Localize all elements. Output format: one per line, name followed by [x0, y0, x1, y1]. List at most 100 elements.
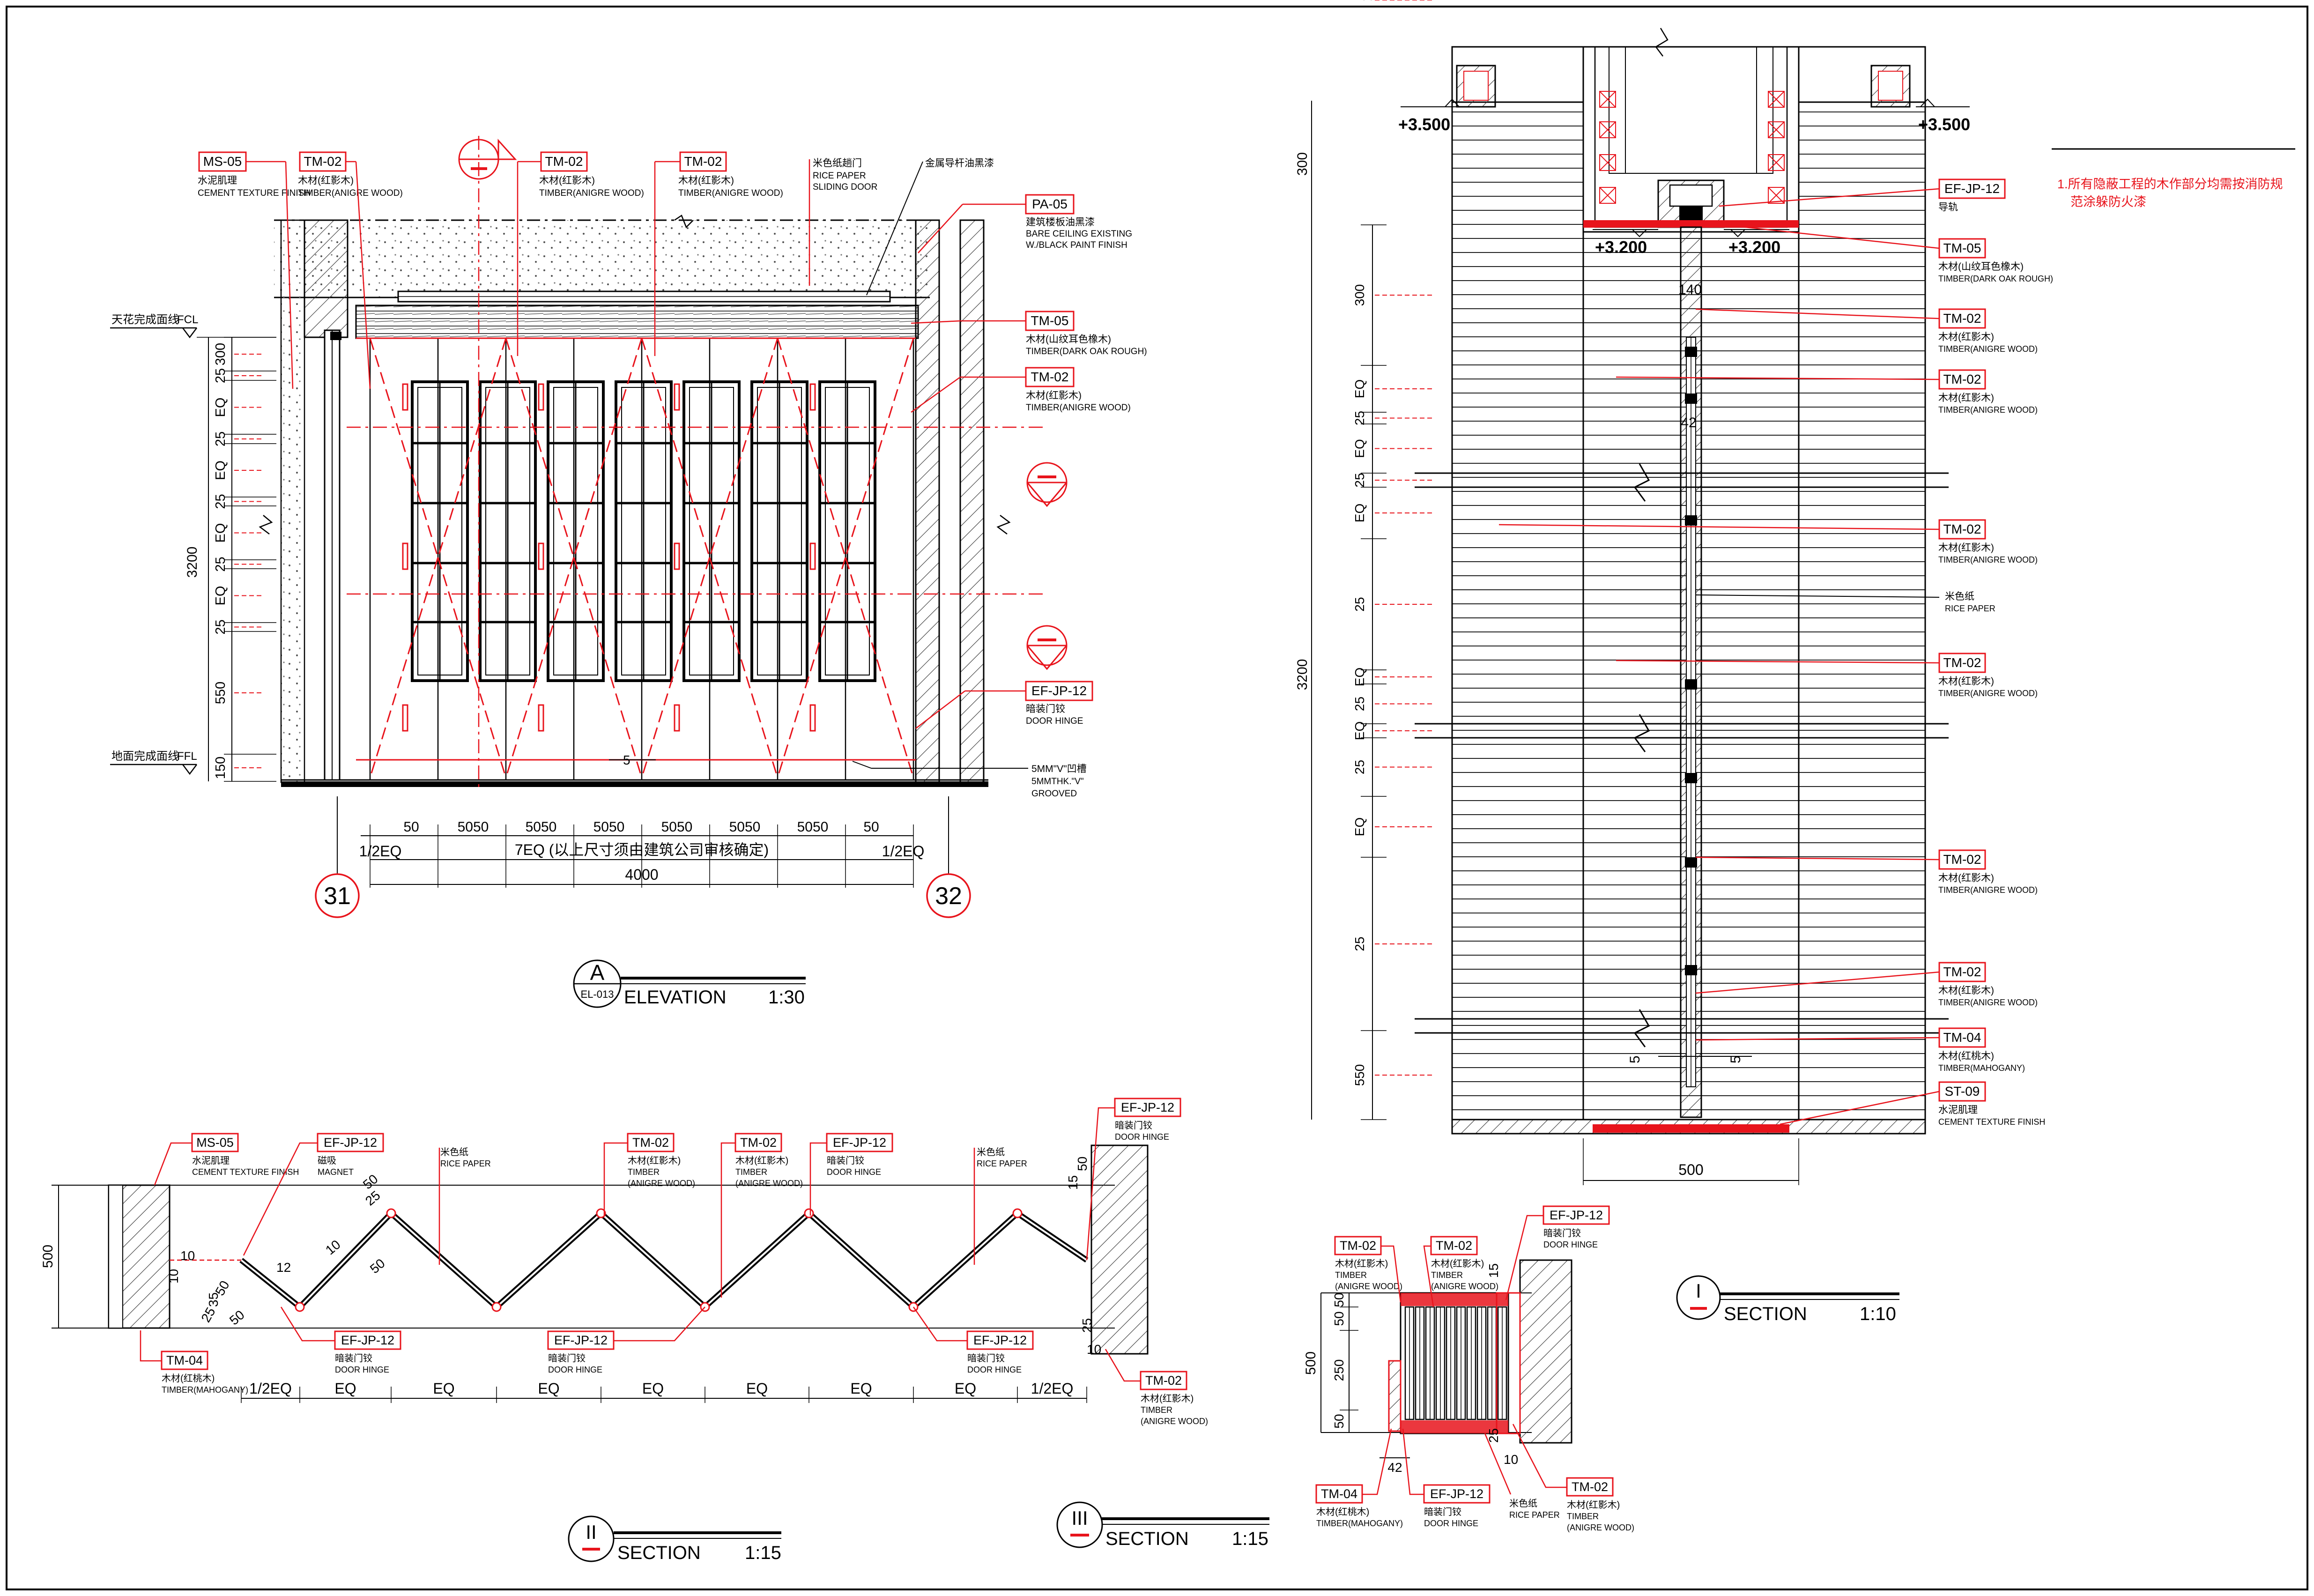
tag-metal-rail: 金属导杆油黑漆 [866, 158, 994, 296]
elevation-vdim: 25 [213, 431, 228, 446]
section-marker-top [458, 136, 517, 792]
svg-text:DOOR HINGE: DOOR HINGE [1424, 1519, 1478, 1528]
svg-text:TM-02: TM-02 [1943, 311, 1981, 326]
section2-dim: EQ [433, 1380, 454, 1397]
svg-text:DOOR HINGE: DOOR HINGE [548, 1365, 602, 1374]
grid-31: 31 [315, 796, 360, 918]
elevation-hdim: 5050 [458, 819, 489, 835]
swing-line [777, 338, 846, 558]
section2-small-dim: 50 [360, 1172, 381, 1192]
svg-text:暗装门铰: 暗装门铰 [1026, 704, 1065, 714]
level-350-right: +3.500 [1916, 98, 1970, 134]
svg-text:木材(红影木): 木材(红影木) [1141, 1393, 1194, 1404]
svg-text:TM-02: TM-02 [1572, 1480, 1608, 1494]
section2-small-dim: 10 [166, 1269, 181, 1284]
svg-text:米色纸: 米色纸 [977, 1147, 1005, 1158]
tag-pa05: PA-05 建筑楼板油黑漆 BARE CEILING EXISTING W./B… [918, 194, 1132, 253]
svg-text:TIMBER(ANIGRE WOOD): TIMBER(ANIGRE WOOD) [1938, 344, 2038, 354]
svg-text:EF-JP-12: EF-JP-12 [1944, 181, 2000, 196]
section2-small-dim: 10 [323, 1237, 343, 1258]
door-panel [615, 380, 673, 682]
svg-text:TIMBER(ANIGRE WOOD): TIMBER(ANIGRE WOOD) [1938, 405, 2038, 415]
door-panel [411, 380, 469, 682]
svg-text:TIMBER: TIMBER [628, 1167, 660, 1177]
section1-vdim: 150 [1353, 0, 1375, 3]
svg-text:TM-05: TM-05 [1031, 313, 1069, 328]
svg-text:140: 140 [1678, 282, 1702, 297]
svg-text:(ANIGRE WOOD): (ANIGRE WOOD) [1335, 1282, 1402, 1291]
door-handle [674, 542, 680, 570]
svg-text:SECTION: SECTION [617, 1543, 701, 1563]
svg-text:建筑楼板油黑漆: 建筑楼板油黑漆 [1026, 217, 1095, 228]
svg-text:水泥肌理: 水泥肌理 [192, 1155, 230, 1166]
svg-text:42: 42 [1387, 1460, 1402, 1475]
ceiling-slab [274, 220, 930, 297]
svg-text:水泥肌理: 水泥肌理 [198, 175, 237, 186]
elevation-vdim: EQ [213, 398, 228, 417]
elevation-vdim: 25 [213, 619, 228, 634]
section1-vdim: 550 [1352, 1064, 1367, 1086]
svg-text:DOOR HINGE: DOOR HINGE [967, 1365, 1022, 1374]
svg-text:木材(红影木): 木材(红影木) [628, 1155, 681, 1166]
section2-small-dim: 50 [367, 1256, 388, 1277]
svg-text:EF-JP-12: EF-JP-12 [833, 1136, 886, 1150]
svg-text:(ANIGRE WOOD): (ANIGRE WOOD) [628, 1179, 695, 1188]
svg-text:ST-09: ST-09 [1945, 1084, 1980, 1099]
section2-small-dim: 15 [1066, 1175, 1080, 1190]
svg-text:5MMTHK."V": 5MMTHK."V" [1031, 777, 1084, 787]
svg-text:31: 31 [324, 883, 351, 910]
svg-text:TM-02: TM-02 [1943, 372, 1981, 386]
tag-rice-paper-door: 米色纸趟门 RICE PAPER SLIDING DOOR [808, 158, 877, 286]
elevation-hdim: 5050 [661, 819, 693, 835]
section2-dim: EQ [850, 1380, 872, 1397]
section2-dim: EQ [642, 1380, 664, 1397]
svg-text:500: 500 [1303, 1351, 1319, 1375]
tag-groove: 5MM"V"凹槽 5MMTHK."V" GROOVED [852, 761, 1087, 799]
door-panel [479, 380, 537, 682]
section1-vdim: EQ [1352, 504, 1367, 522]
svg-text:TIMBER(ANIGRE WOOD): TIMBER(ANIGRE WOOD) [1026, 403, 1131, 413]
svg-text:42: 42 [1681, 415, 1696, 431]
svg-text:米色纸: 米色纸 [440, 1147, 468, 1158]
svg-text:TIMBER(ANIGRE WOOD): TIMBER(ANIGRE WOOD) [1938, 555, 2038, 564]
section-iii-wall [1519, 1259, 1572, 1444]
section2-dim: 1/2EQ [1031, 1380, 1074, 1397]
section-i-title: I SECTION 1:10 [1676, 1275, 1899, 1324]
svg-text:木材(红影木): 木材(红影木) [1938, 985, 1994, 996]
folding-door-panels [239, 1209, 1089, 1311]
hinge-point [1012, 1208, 1023, 1218]
svg-text:木材(红影木): 木材(红影木) [1026, 390, 1082, 401]
section3-vdim: 50 [1332, 1292, 1346, 1307]
door-handle [674, 704, 680, 732]
section1-vdim: EQ [1352, 721, 1367, 740]
svg-text:EF-JP-12: EF-JP-12 [973, 1333, 1027, 1347]
tag-tm02-c: TM-02 木材(红影木) TIMBER(ANIGRE WOOD) [654, 151, 783, 356]
svg-text:W./BLACK PAINT FINISH: W./BLACK PAINT FINISH [1026, 240, 1127, 250]
svg-text:TIMBER(ANIGRE WOOD): TIMBER(ANIGRE WOOD) [298, 188, 403, 198]
elevation-a: 5 天花完成面线 FCL 地面完成面线 FFL 30025EQ25EQ25EQ2… [110, 136, 1147, 1008]
floor-line [281, 781, 988, 787]
half-eq-right: 1/2EQ [882, 843, 925, 860]
svg-text:TM-02: TM-02 [1943, 852, 1981, 867]
svg-text:暗装门铰: 暗装门铰 [1543, 1228, 1581, 1239]
swing-line [641, 338, 711, 558]
svg-text:(ANIGRE WOOD): (ANIGRE WOOD) [1431, 1282, 1498, 1291]
svg-text:TIMBER: TIMBER [1141, 1405, 1172, 1415]
svg-text:(ANIGRE WOOD): (ANIGRE WOOD) [735, 1179, 803, 1188]
section-marker-right-2 [347, 593, 1068, 670]
fcl-level: 天花完成面线 FCL [110, 313, 276, 339]
section-i: +3.500 +3.500 +3.200 +3.200 140 42 5 5 3… [1295, 0, 2053, 1324]
svg-text:木材(红影木): 木材(红影木) [1938, 542, 1994, 553]
svg-text:TM-02: TM-02 [684, 154, 722, 169]
svg-text:地面完成面线: 地面完成面线 [111, 750, 179, 763]
